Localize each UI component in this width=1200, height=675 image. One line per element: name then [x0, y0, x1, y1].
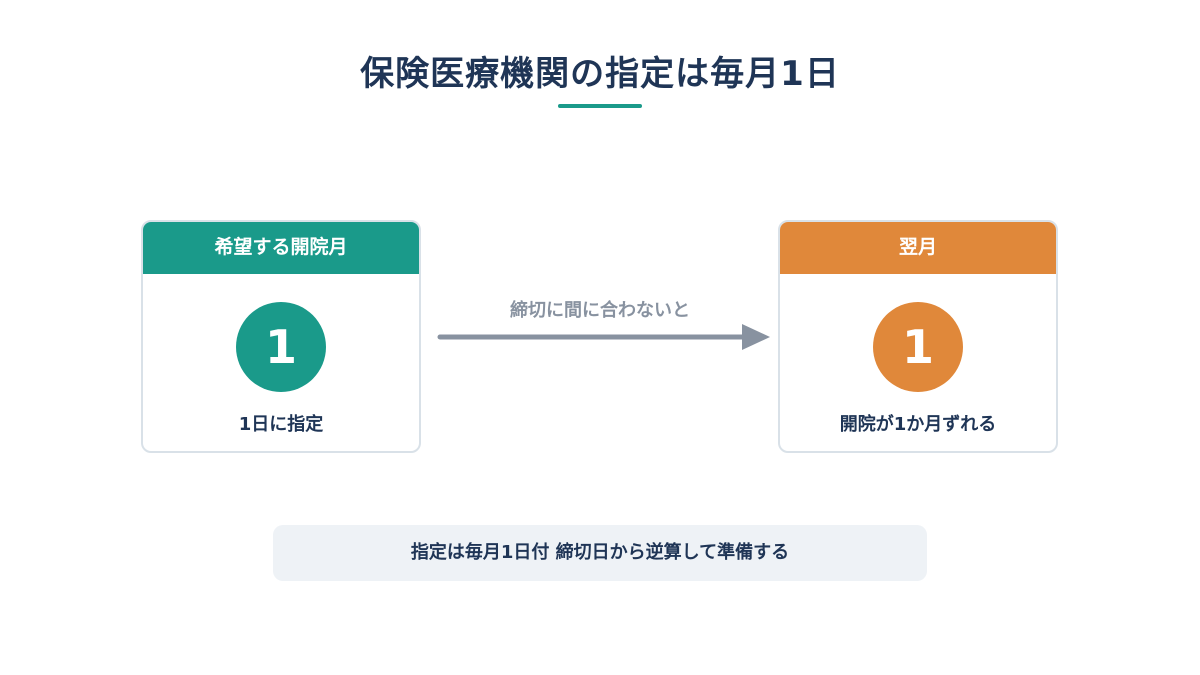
- next-month-card: 翌月 1 開院が1か月ずれる: [778, 220, 1058, 453]
- desired-month-header: 希望する開院月: [143, 222, 419, 274]
- summary-note: 指定は毎月1日付 締切日から逆算して準備する: [273, 525, 927, 581]
- page-title: 保険医療機関の指定は毎月1日: [360, 54, 840, 94]
- arrow-label: 締切に間に合わないと: [510, 300, 690, 321]
- right-arrow-icon: [437, 324, 770, 350]
- desired-month-card: 希望する開院月 1 1日に指定: [141, 220, 421, 453]
- next-month-caption: 開院が1か月ずれる: [839, 414, 997, 435]
- desired-month-day-badge: 1: [236, 302, 326, 392]
- title-underline: [558, 104, 642, 108]
- desired-month-caption: 1日に指定: [238, 414, 324, 435]
- next-month-day-badge: 1: [873, 302, 963, 392]
- next-month-header: 翌月: [780, 222, 1056, 274]
